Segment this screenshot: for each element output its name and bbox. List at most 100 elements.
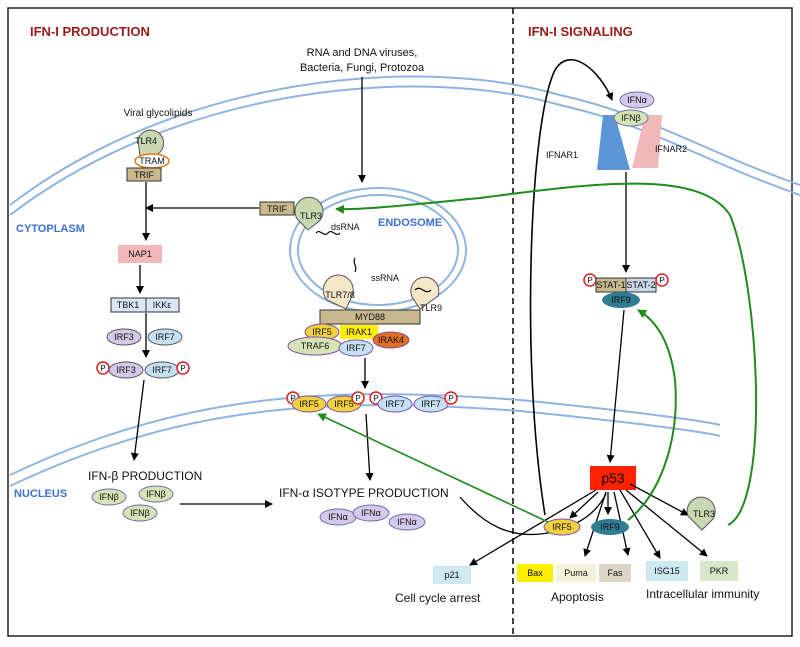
isg15-box: ISG15 [646,561,688,581]
svg-text:P: P [659,276,664,285]
ssrna-label: ssRNA [371,273,399,283]
svg-text:TRAF6: TRAF6 [301,341,330,351]
svg-text:ISG15: ISG15 [654,566,680,576]
arrow-irf-dimer-to-nucleus [130,379,145,461]
svg-text:IRF5: IRF5 [334,399,354,409]
phospho-irf7-dimer: P IRF7 IRF7 P [369,391,458,413]
ifnar-receptor: IFNAR1 IFNAR2 [546,115,687,170]
svg-text:TRIF: TRIF [134,170,154,180]
svg-text:P: P [100,364,105,373]
feedback-irf5-to-cytoplasm [317,413,549,523]
ifna-production-label: IFN-α ISOTYPE PRODUCTION [279,486,449,500]
svg-text:IRF9: IRF9 [600,522,620,532]
ssrna-strand [353,257,357,273]
svg-text:P: P [290,394,295,403]
svg-text:TLR4: TLR4 [135,136,157,146]
myd88-node: MYD88 [319,309,421,325]
svg-text:IRF5: IRF5 [312,327,332,337]
irf7-node: IRF7 [147,328,183,346]
svg-text:IFNAR1: IFNAR1 [546,150,578,160]
bax-box: Bax [517,564,553,582]
svg-text:P: P [587,276,592,285]
viral-glycolipids-label: Viral glycolipids [124,108,193,119]
label-nucleus: NUCLEUS [14,488,67,500]
svg-text:P: P [180,364,185,373]
figure-frame [7,7,793,637]
svg-text:MYD88: MYD88 [355,312,385,322]
irf5-target-node: IRF5 [543,518,581,536]
p53-target-arrows [469,483,708,566]
stimulus-line-1: RNA and DNA viruses, [307,47,418,59]
svg-text:Bax: Bax [527,568,543,578]
tlr3-target-node: TLR3 [686,496,716,531]
svg-text:IRF5: IRF5 [299,399,319,409]
svg-text:IFNAR2: IFNAR2 [655,144,687,154]
svg-text:IFNα: IFNα [361,508,381,518]
arrow-ifna-production-to-p53 [459,493,607,536]
svg-text:IRAK4: IRAK4 [378,335,404,345]
svg-text:p21: p21 [444,570,459,580]
svg-text:IRF5: IRF5 [552,522,572,532]
trif-node-left: TRIF [126,167,162,182]
isgf3-complex: P STAT-1 STAT-2 P IRF9 [583,273,669,308]
ifna-cluster: IFNα IFNα IFNα [319,504,426,531]
irf9-target-node: IRF9 [591,519,629,535]
ifn-ligands: IFNα IFNβ [613,91,655,127]
svg-text:IRF3: IRF3 [114,332,134,342]
svg-text:P: P [355,394,360,403]
arrow-irf-to-ifna-production [365,413,374,481]
intracellular-immunity-label: Intracellular immunity [646,587,759,601]
svg-text:IKKε: IKKε [153,300,172,310]
puma-box: Puma [556,564,596,582]
svg-text:IRF7: IRF7 [346,343,366,353]
ifnb-cluster: IFNβ IFNβ IFNβ [91,485,174,522]
svg-text:TRIF: TRIF [267,204,287,214]
arrow-isgf3-to-p53 [606,309,625,463]
svg-text:STAT-2: STAT-2 [626,280,655,290]
cell-cycle-arrest-label: Cell cycle arrest [395,591,481,605]
apoptosis-label: Apoptosis [551,590,604,604]
p53-node: p53 [590,466,636,490]
svg-text:IFNβ: IFNβ [621,113,641,123]
svg-text:TBK1: TBK1 [117,300,140,310]
svg-text:TLR3: TLR3 [693,509,715,519]
tlr3-endosome-node: TLR3 [294,196,324,231]
tlr9-node: TLR9 [410,276,442,313]
svg-text:P: P [373,394,378,403]
svg-text:NAP1: NAP1 [128,249,152,259]
svg-text:IRF7: IRF7 [152,365,172,375]
svg-text:P: P [448,394,453,403]
section-title-signaling: IFN-I SIGNALING [528,24,633,39]
svg-text:TRAM: TRAM [139,156,165,166]
ifn-loop-arrow [529,58,614,516]
tlr78-node: TLR7/8 [322,274,355,310]
svg-text:IRF9: IRF9 [611,295,631,305]
ifnb-production-label: IFN-β PRODUCTION [88,469,202,483]
trif-node-middle: TRIF [259,201,295,216]
phospho-irf5-dimer: P IRF5 IRF5 P [286,391,365,413]
svg-text:Puma: Puma [564,568,588,578]
dsrna-label: dsRNA [331,222,360,232]
svg-text:IFNβ: IFNβ [146,489,166,499]
phospho-irf3-irf7-dimer: P IRF3 IRF7 P [96,361,190,379]
svg-text:IRAK1: IRAK1 [346,327,372,337]
tlr4-receptor: TLR4 [135,129,165,157]
feedback-tlr3-to-endosome [335,182,758,526]
fas-box: Fas [599,564,631,582]
svg-text:PKR: PKR [710,566,729,576]
svg-text:IFNα: IFNα [328,512,348,522]
label-endosome: ENDOSOME [378,217,442,229]
svg-text:IRF7: IRF7 [385,399,405,409]
stimulus-line-2: Bacteria, Fungi, Protozoa [300,62,425,74]
svg-text:TLR7/8: TLR7/8 [325,290,355,300]
tbk1-ikke-complex: TBK1 IKKε [110,297,180,313]
svg-text:TLR9: TLR9 [420,303,442,313]
irf5-irak-complex: IRF5 IRAK1 TRAF6 IRF7 IRAK4 [287,323,410,357]
section-title-production: IFN-I PRODUCTION [30,24,150,39]
dsrna-strand [315,230,341,236]
pkr-box: PKR [700,561,738,581]
svg-text:IFNα: IFNα [627,95,647,105]
cpg-dna-strand [414,287,432,293]
svg-text:TLR3: TLR3 [300,211,322,221]
nap1-node: NAP1 [118,245,162,263]
